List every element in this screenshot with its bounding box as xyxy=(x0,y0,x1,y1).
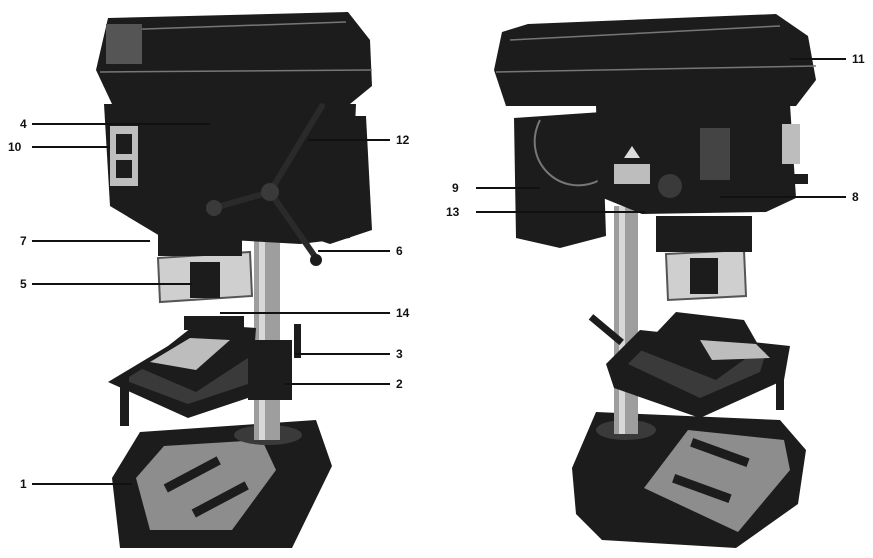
front-cover-end xyxy=(106,24,142,64)
rear-switch-panel xyxy=(782,124,800,164)
rear-vise xyxy=(640,312,760,380)
front-belt-cover xyxy=(96,12,372,104)
rear-bracket-lever xyxy=(588,314,624,346)
rear-base-slot xyxy=(690,437,750,467)
callout-14: 14 xyxy=(396,306,410,320)
callout-labels: 1 2 3 4 5 6 7 8 9 10 11 12 13 14 xyxy=(8,52,865,491)
rear-speed-chart xyxy=(700,128,730,180)
front-column xyxy=(254,210,280,440)
rear-motor-cable xyxy=(533,119,601,187)
rear-base-plate xyxy=(644,430,790,532)
callout-1: 1 xyxy=(20,477,27,491)
callout-12: 12 xyxy=(396,133,410,147)
rear-quill-housing xyxy=(656,216,752,252)
drill-press-rear-view xyxy=(494,14,817,548)
rear-vise-handle xyxy=(776,362,784,410)
rear-motor xyxy=(514,112,606,248)
rear-warning-triangle xyxy=(624,146,640,158)
callout-13: 13 xyxy=(446,205,460,219)
rear-base-slot xyxy=(672,473,732,503)
rear-vise-screw xyxy=(700,340,770,360)
rear-cover-ridge xyxy=(495,65,817,73)
front-base-slot xyxy=(163,456,221,493)
front-handle-knob xyxy=(206,200,222,216)
front-cover-ridge xyxy=(115,21,347,31)
front-cover-ridge xyxy=(99,69,373,73)
callout-4: 4 xyxy=(20,117,27,131)
callout-10: 10 xyxy=(8,140,22,154)
rear-column xyxy=(614,206,638,434)
callout-8: 8 xyxy=(852,190,859,204)
rear-warning-label xyxy=(614,164,650,184)
rear-chuck xyxy=(690,258,718,294)
callout-7: 7 xyxy=(20,234,27,248)
callout-11: 11 xyxy=(852,52,865,66)
rear-column-highlight xyxy=(619,206,625,434)
leader-lines xyxy=(32,58,846,485)
rear-lock-handle xyxy=(786,174,808,184)
front-bracket-lever xyxy=(294,324,301,358)
front-vise-handle xyxy=(120,376,129,426)
front-motor xyxy=(300,116,372,244)
front-vise-jaw xyxy=(184,316,244,330)
rear-head xyxy=(596,104,796,214)
front-feed-handles xyxy=(211,103,325,261)
front-chuck xyxy=(190,262,220,298)
front-table-bracket xyxy=(248,340,292,400)
callout-6: 6 xyxy=(396,244,403,258)
callout-9: 9 xyxy=(452,181,459,195)
callout-3: 3 xyxy=(396,347,403,361)
front-handle-knob xyxy=(310,254,322,266)
front-vise-screw xyxy=(150,338,230,370)
drill-press-front-view xyxy=(96,12,373,548)
callout-5: 5 xyxy=(20,277,27,291)
front-base-slot xyxy=(191,481,249,518)
front-base-plate xyxy=(136,440,276,530)
front-feed-hub xyxy=(261,183,279,201)
rear-cover-ridge xyxy=(509,25,781,41)
front-head xyxy=(104,104,356,244)
front-column-highlight xyxy=(259,210,265,440)
front-on-button xyxy=(116,134,132,154)
rear-tension-knob xyxy=(658,174,682,198)
front-off-button xyxy=(116,160,132,178)
callout-2: 2 xyxy=(396,377,403,391)
rear-belt-cover xyxy=(494,14,816,106)
